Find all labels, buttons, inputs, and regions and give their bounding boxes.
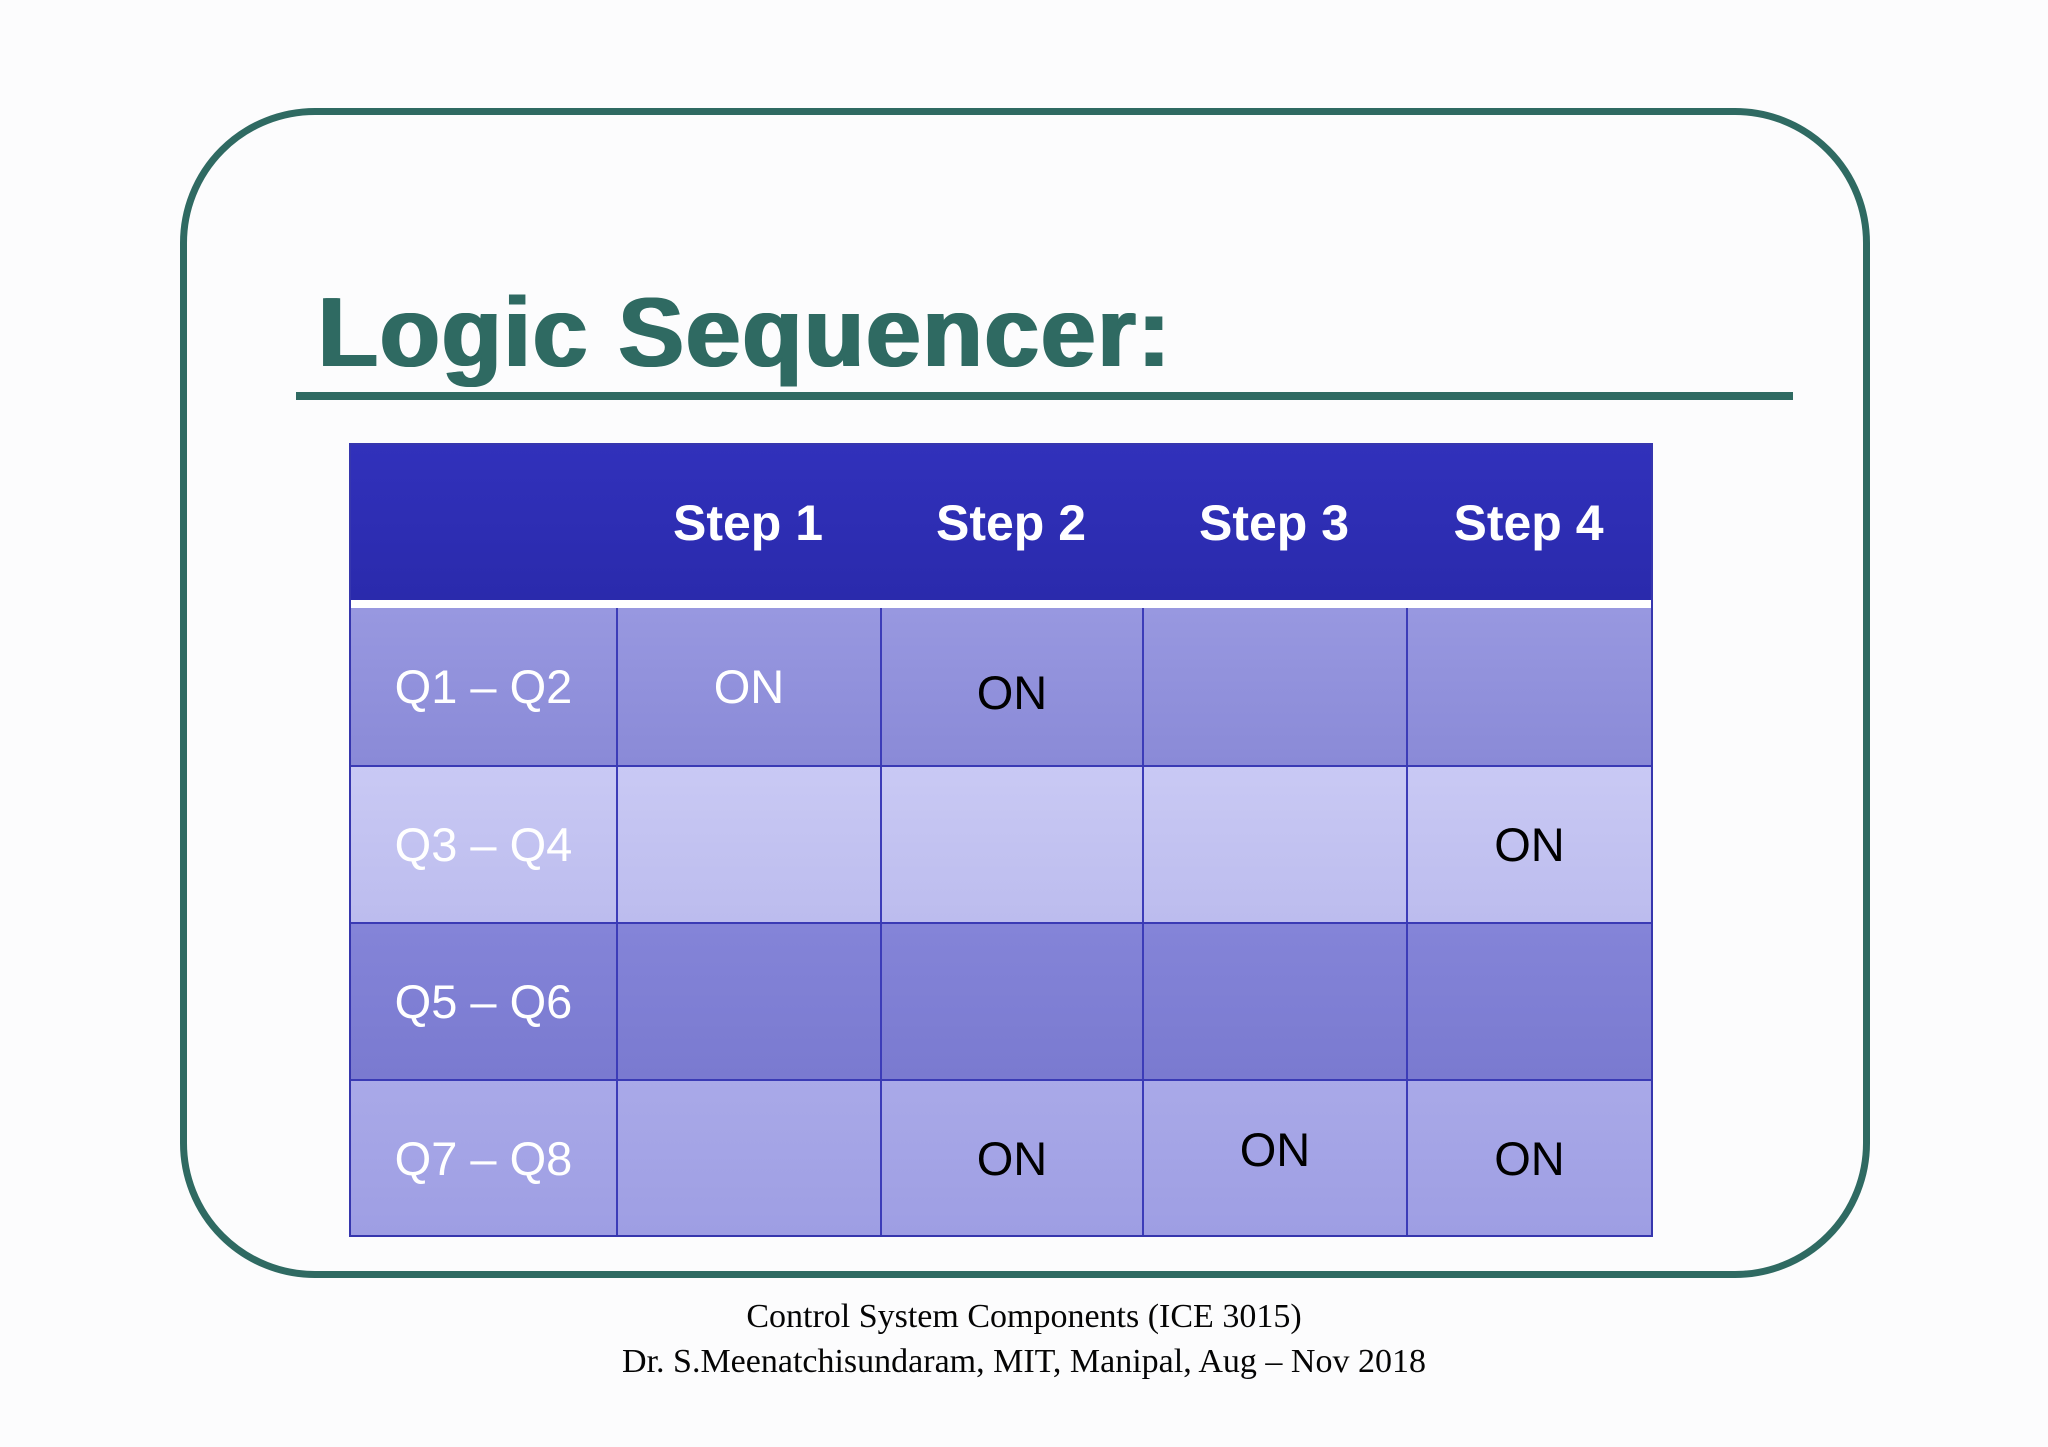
table-cell [880,767,1142,922]
table-row: Q5 – Q6 [351,922,1651,1079]
page-title: Logic Sequencer: [318,277,1173,387]
header-separator [351,600,1651,608]
cell-value: ON [1494,1131,1565,1185]
table-cell: ON [880,1081,1142,1235]
table-cell: ON [1142,1081,1406,1235]
table-cell: ON [1406,1081,1651,1235]
title-underline [296,392,1793,400]
cell-value: ON [1239,1122,1311,1176]
table-row: Q1 – Q2 ON ON [351,608,1651,765]
table-row: Q7 – Q8 ON ON ON [351,1079,1651,1235]
cell-value: ON [976,666,1048,719]
table-cell: ON [1406,767,1651,922]
row-label: Q7 – Q8 [394,1131,573,1185]
cell-value: ON [1494,818,1565,871]
footer-line1: Control System Components (ICE 3015) [746,1298,1302,1335]
table-cell [1406,924,1651,1079]
footer: Control System Components (ICE 3015) Dr.… [0,1294,2048,1384]
table-cell [1142,608,1406,765]
row-label: Q3 – Q4 [394,818,573,871]
table-cell: ON [616,608,880,765]
column-header-step1: Step 1 [672,494,824,551]
table-cell [616,924,880,1079]
table-cell [880,924,1142,1079]
table-cell [616,1081,880,1235]
table-row: Q3 – Q4 ON [351,765,1651,922]
row-label: Q1 – Q2 [394,660,573,713]
column-header-step4: Step 4 [1453,494,1604,551]
row-label: Q5 – Q6 [394,975,573,1028]
column-header-step2: Step 2 [935,494,1087,551]
table-cell [1406,608,1651,765]
column-header-blank [351,445,616,600]
logic-sequencer-table: Step 1 Step 2 Step 3 Step 4 Q1 – Q2 ON O… [349,443,1653,1237]
footer-line2: Dr. S.Meenatchisundaram, MIT, Manipal, A… [622,1343,1426,1380]
table-header-row: Step 1 Step 2 Step 3 Step 4 [351,445,1651,600]
table-cell [616,767,880,922]
slide-border [180,108,1870,1278]
cell-value: ON [976,1131,1048,1185]
cell-value: ON [713,660,785,713]
column-header-step3: Step 3 [1198,494,1350,551]
table-cell [1142,924,1406,1079]
table-cell: ON [880,608,1142,765]
table-cell [1142,767,1406,922]
